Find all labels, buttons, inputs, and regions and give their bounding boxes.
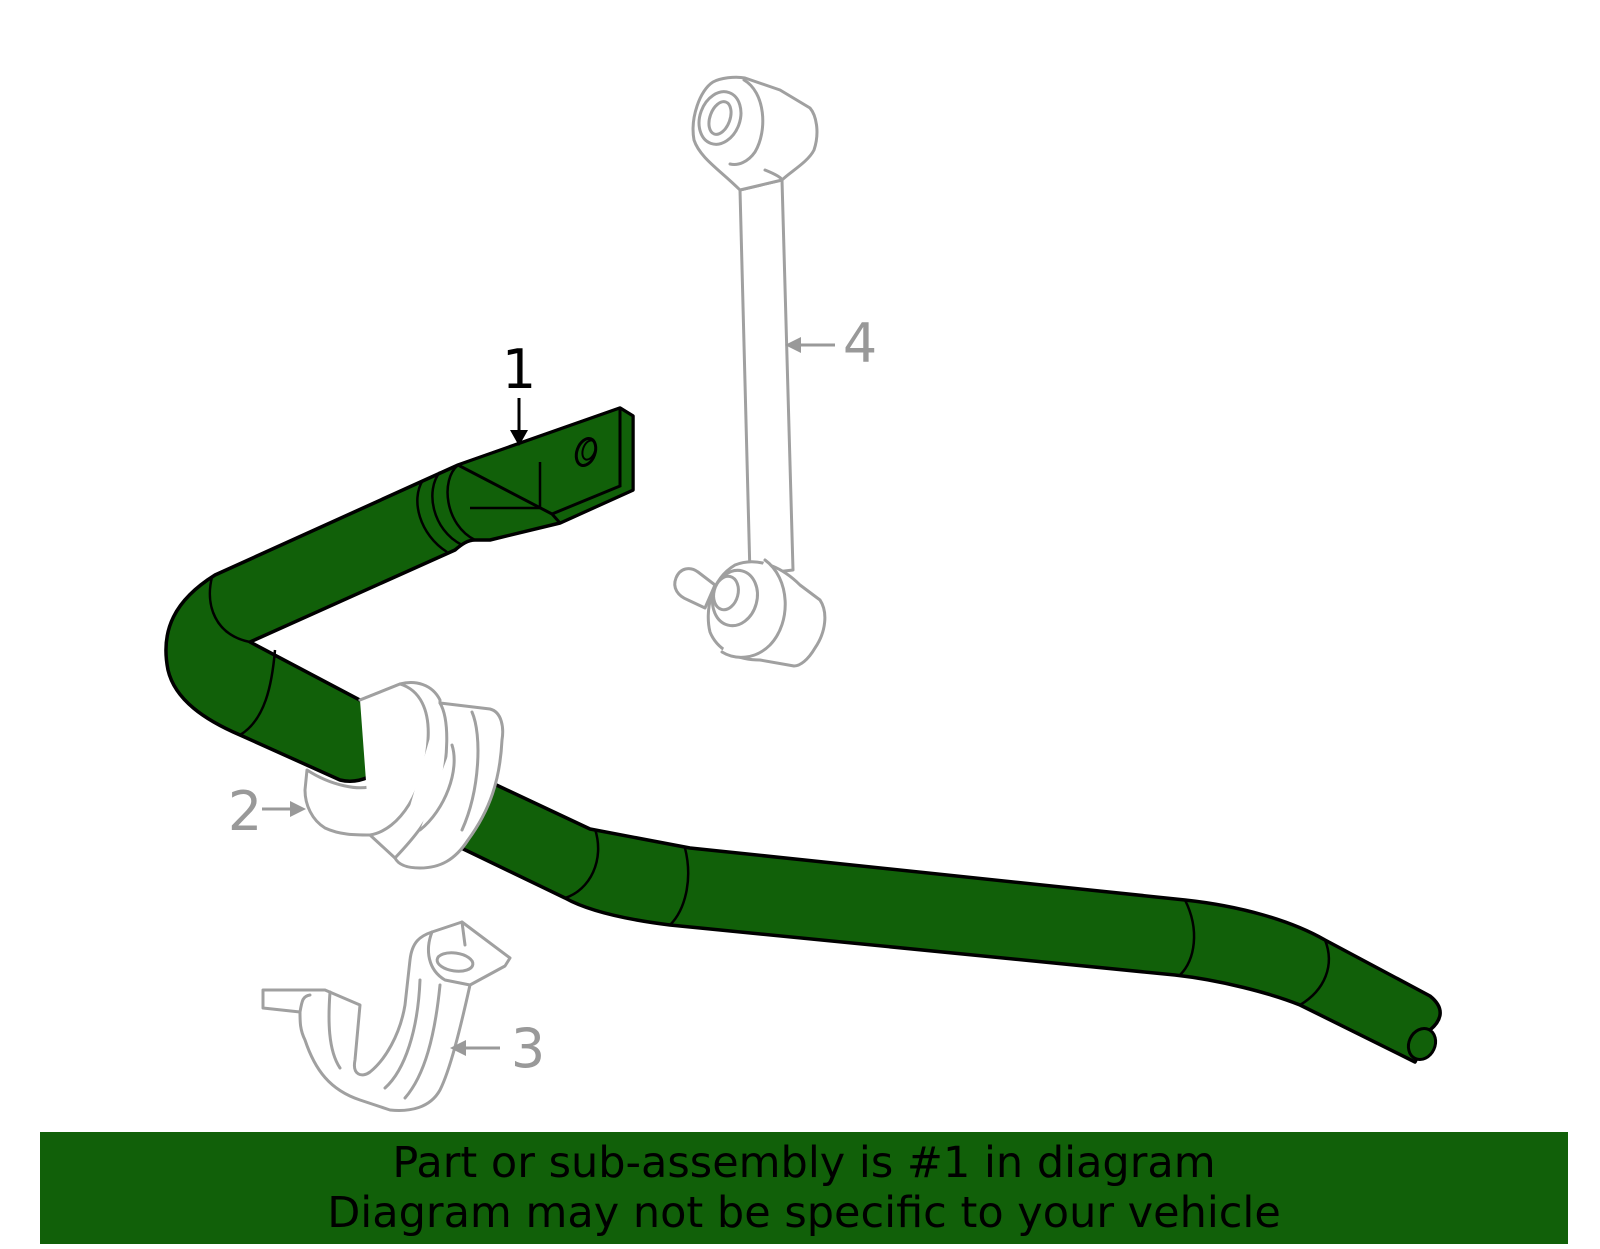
bushing-part-2 xyxy=(303,681,505,870)
callout-1: 1 xyxy=(502,338,536,446)
stabilizer-link-part-4 xyxy=(673,75,827,668)
disclaimer-banner: Part or sub-assembly is #1 in diagram Di… xyxy=(40,1132,1568,1244)
callout-3: 3 xyxy=(450,1017,545,1080)
callout-3-arrowhead xyxy=(450,1040,466,1056)
stabilizer-bar-part-1 xyxy=(164,406,1442,1064)
callout-2: 2 xyxy=(228,780,306,843)
callout-1-arrowhead xyxy=(510,430,528,446)
callout-4-label: 4 xyxy=(843,312,877,375)
callout-3-label: 3 xyxy=(511,1017,545,1080)
bracket-part-3 xyxy=(261,920,512,1112)
callout-4: 4 xyxy=(785,312,877,375)
callout-4-arrowhead xyxy=(785,337,801,353)
callout-2-label: 2 xyxy=(228,780,262,843)
banner-line-1: Part or sub-assembly is #1 in diagram xyxy=(392,1138,1216,1188)
callout-1-label: 1 xyxy=(502,338,536,401)
banner-line-2: Diagram may not be specific to your vehi… xyxy=(327,1188,1281,1238)
callout-2-arrowhead xyxy=(290,801,306,817)
